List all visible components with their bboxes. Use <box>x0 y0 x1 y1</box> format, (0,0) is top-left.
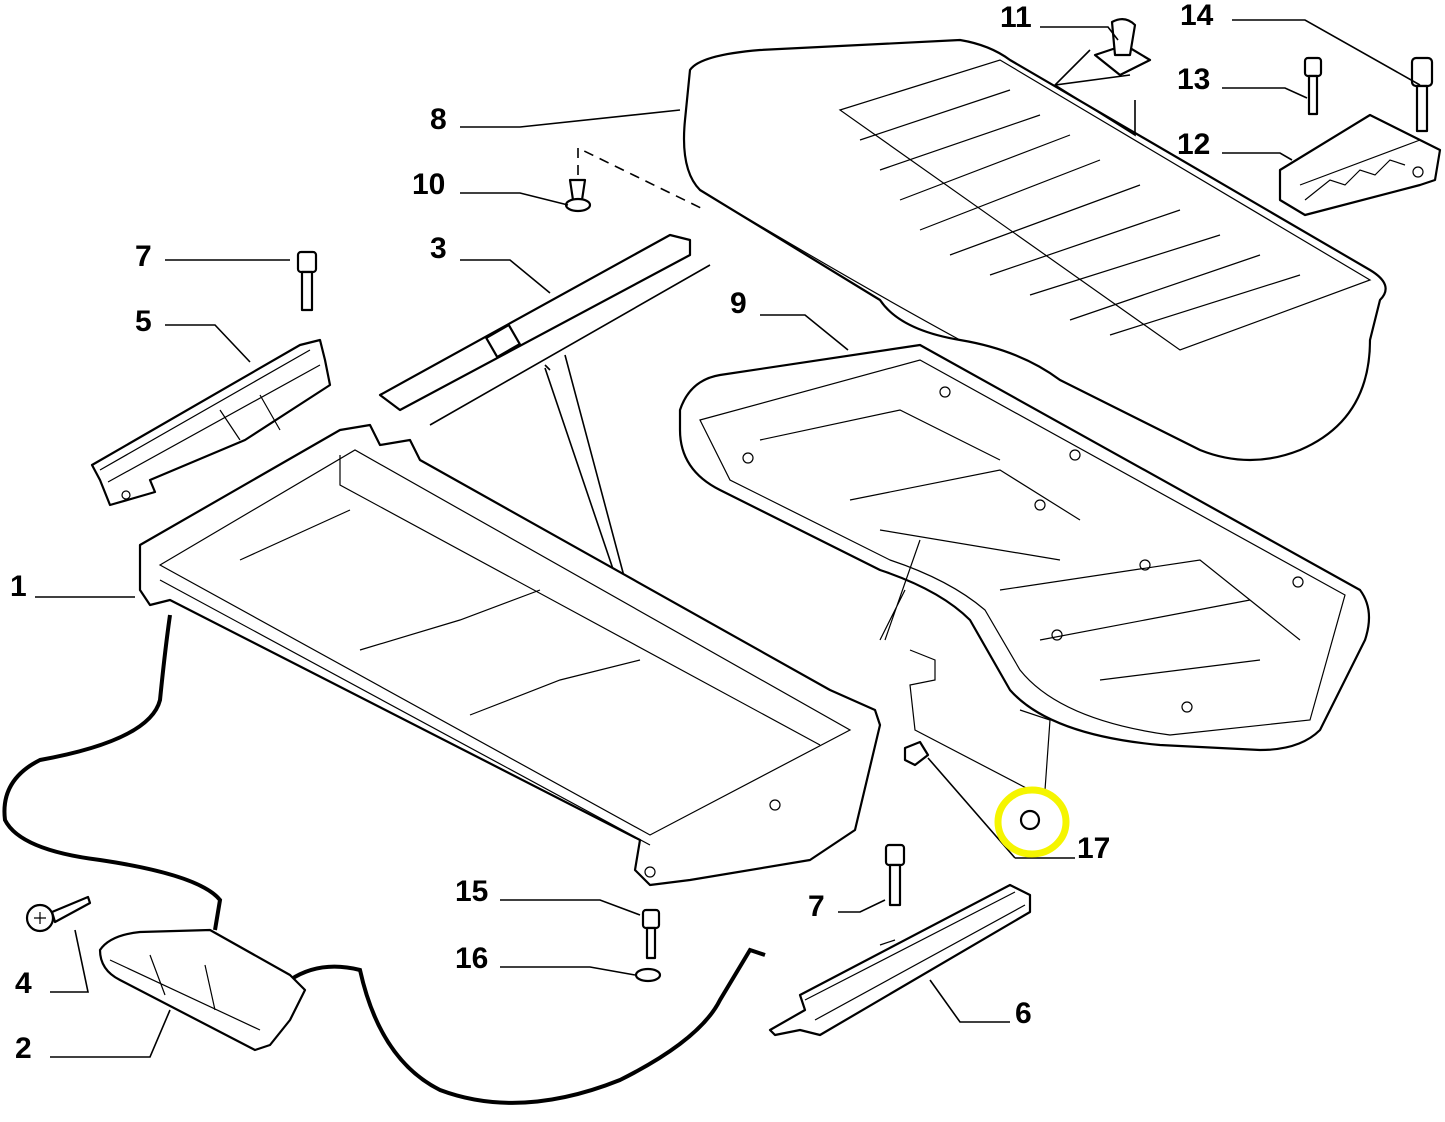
screw-part-4 <box>25 895 92 933</box>
label-2: 2 <box>15 1032 32 1065</box>
label-1: 1 <box>10 570 27 603</box>
label-7-lower: 7 <box>808 890 825 923</box>
label-11: 11 <box>1000 1 1032 34</box>
seat-pan-part-9 <box>678 343 1371 752</box>
release-cable <box>2 614 766 1105</box>
label-16: 16 <box>455 942 488 975</box>
label-9: 9 <box>730 287 747 320</box>
bolt-part-14 <box>1410 56 1434 133</box>
bracket-part-12 <box>1278 113 1442 217</box>
label-17: 17 <box>1077 832 1110 865</box>
leader-lines <box>35 19 1421 1058</box>
label-8: 8 <box>430 103 447 136</box>
clip-part-10 <box>564 146 706 213</box>
label-7-upper: 7 <box>135 240 152 273</box>
seat-cushion-part-8 <box>682 38 1387 462</box>
nut-part-17 <box>903 649 1051 831</box>
label-13: 13 <box>1177 63 1210 96</box>
screw-part-7-upper <box>296 250 318 312</box>
label-5: 5 <box>135 305 152 338</box>
label-14: 14 <box>1180 0 1214 32</box>
highlight-circle <box>994 786 1070 858</box>
screw-part-13 <box>1303 56 1323 116</box>
label-3: 3 <box>430 232 447 265</box>
label-15: 15 <box>455 875 488 908</box>
label-10: 10 <box>412 168 445 201</box>
label-6: 6 <box>1015 997 1032 1030</box>
frame-part-1 <box>138 423 882 887</box>
label-12: 12 <box>1177 128 1210 161</box>
washer-part-16 <box>634 967 662 983</box>
screw-part-15 <box>641 908 661 960</box>
release-handle-part-2 <box>98 928 307 1052</box>
strap-part-3 <box>378 233 711 581</box>
screw-part-7-lower <box>884 843 906 907</box>
hook-part-11 <box>1052 18 1152 137</box>
label-4: 4 <box>15 967 32 1000</box>
rail-part-5 <box>90 338 332 507</box>
rail-part-6 <box>768 883 1032 1037</box>
callout-labels: 11 14 13 12 8 10 3 7 5 9 1 17 15 7 16 4 … <box>10 0 1214 1065</box>
